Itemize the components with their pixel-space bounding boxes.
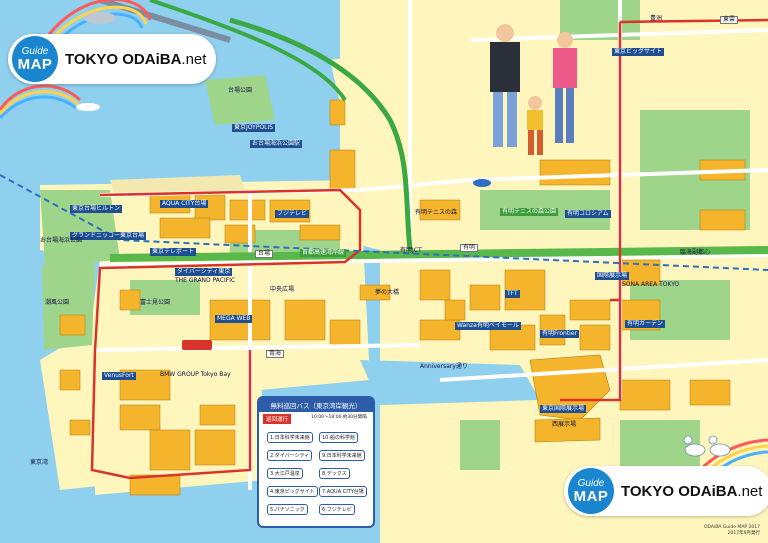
seaside-park-green bbox=[40, 190, 120, 265]
logo-map-text: MAP bbox=[17, 55, 53, 73]
label-joypolis[interactable]: 東京JOYPOLIS bbox=[232, 124, 276, 132]
label-ariake: 有明 bbox=[460, 244, 479, 252]
logo-map-text-bottom: MAP bbox=[573, 487, 609, 505]
label-shiokaze-park: 潮風公園 bbox=[45, 299, 70, 306]
label-tokyo-frontier[interactable]: 東京ビッグサイト bbox=[612, 48, 665, 56]
label-grand-nikko[interactable]: グランドニッコー東京台場 bbox=[70, 232, 147, 240]
green-central bbox=[130, 280, 200, 315]
label-tokyo-teleport[interactable]: 東京テレポート bbox=[150, 248, 197, 256]
bus-stop-8[interactable]: 8.デックス bbox=[319, 468, 350, 479]
label-anniversary: Anniversary通り bbox=[420, 363, 468, 370]
label-rinkai: 臨海副都心 bbox=[680, 249, 711, 256]
label-ariake-tennis-no-mori: 有明テニスの森 bbox=[415, 209, 458, 216]
rainbow-route bbox=[149, 0, 347, 102]
bus-stop-7[interactable]: 7.AQUA CITY台場 bbox=[319, 486, 367, 497]
beach bbox=[110, 175, 245, 195]
label-mega-web[interactable]: MEGA WEB bbox=[215, 315, 253, 323]
logo-guide-text-bottom: Guide bbox=[577, 477, 605, 489]
seagulls-illustration bbox=[683, 435, 731, 457]
label-wanza[interactable]: Wanza有明ベイモール bbox=[455, 322, 521, 330]
bus-stop-10[interactable]: 10.船の科学館 bbox=[319, 432, 358, 443]
label-tokyo-bay: 東京湾 bbox=[30, 459, 49, 466]
label-ariake-colosseum[interactable]: 有明コロシアム bbox=[565, 210, 611, 218]
rainbow-left bbox=[0, 84, 82, 111]
logo-site-name: TOKYO ODAiBA.net bbox=[65, 51, 206, 68]
logo-site-name-bottom: TOKYO ODAiBA.net bbox=[621, 483, 762, 500]
label-wangan: 首都高速湾岸線 bbox=[300, 249, 347, 257]
label-daiba: 台場 bbox=[255, 250, 274, 258]
loop-road-red bbox=[90, 188, 362, 480]
label-ariake-frontier[interactable]: 有明Frontier bbox=[540, 330, 580, 338]
label-central-plaza: 中央広場 bbox=[270, 286, 295, 293]
label-venus-fort[interactable]: VenusFort bbox=[102, 372, 136, 380]
label-ariake-tennis[interactable]: 有明テニスの森公園 bbox=[500, 208, 559, 216]
bus-stop-6[interactable]: 6.フジテレビ bbox=[319, 504, 355, 515]
land-north-island bbox=[330, 40, 500, 210]
label-bmw[interactable]: BMW GROUP Tokyo Bay bbox=[160, 371, 231, 378]
label-toyosu: 豊洲 bbox=[650, 15, 663, 22]
bus-time-text: 10:00〜18:00 約30分間隔 bbox=[311, 415, 367, 420]
bus-stop-3[interactable]: 3.大江戸温泉 bbox=[267, 468, 303, 479]
label-hilton[interactable]: 東京台場ヒルトン bbox=[70, 205, 123, 213]
label-big-sight[interactable]: 東京国際展示場 bbox=[540, 405, 587, 413]
bus-stop-9[interactable]: 9.日本科学未来館 bbox=[319, 450, 365, 461]
label-sona-area[interactable]: SONA AREA TOKYO bbox=[622, 281, 680, 288]
label-daiba-park[interactable]: 台場公園 bbox=[228, 87, 253, 94]
label-west-hall: 西展示場 bbox=[552, 421, 577, 428]
yurikamome-line bbox=[229, 17, 413, 251]
logo-top[interactable]: Guide MAP TOKYO ODAiBA.net bbox=[8, 34, 217, 84]
shiokaze-park bbox=[42, 262, 95, 350]
label-ariake-jct: 有明JCT bbox=[400, 247, 422, 254]
label-fuji-park: 富士見公園 bbox=[140, 299, 171, 306]
ship-icon bbox=[76, 103, 100, 111]
copyright-line-2: 2017年9月発行 bbox=[727, 531, 760, 537]
rainbow-arc-top bbox=[43, 0, 152, 41]
loop-road-red-east bbox=[560, 18, 768, 402]
car-icon bbox=[473, 179, 491, 187]
land-daiba-park bbox=[205, 75, 275, 125]
label-aomi: 青海 bbox=[266, 350, 285, 358]
label-shinonome: 東雲 bbox=[720, 16, 739, 24]
label-fuji-tv[interactable]: フジテレビ bbox=[275, 210, 310, 218]
bus-stop-5[interactable]: 5.パナソニック bbox=[267, 504, 308, 515]
logo-badge: Guide MAP bbox=[12, 36, 58, 82]
label-diver-city[interactable]: ダイバーシティ東京 bbox=[175, 268, 233, 276]
bus-stop-2[interactable]: 2.ダイバーシティ bbox=[267, 450, 313, 461]
label-ariake-garden[interactable]: 有明ガーデン bbox=[625, 320, 666, 328]
rainbow-arc-top-y bbox=[46, 5, 148, 45]
water-channel bbox=[360, 360, 540, 405]
logo-tld-text-bottom: .net bbox=[737, 482, 763, 500]
label-odaiba-kaihin[interactable]: お台場海浜公園駅 bbox=[250, 140, 303, 148]
logo-bottom[interactable]: Guide MAP TOKYO ODAiBA.net bbox=[564, 466, 768, 516]
bus-panel-title: 無料巡回バス（東京湾岸観光） bbox=[259, 398, 373, 412]
label-kokusai-tenjijo[interactable]: 国際展示場 bbox=[595, 272, 630, 280]
green-south-1 bbox=[460, 420, 500, 470]
rainbow-left-b bbox=[0, 95, 77, 120]
bus-stop-1[interactable]: 1.日本科学未来館 bbox=[267, 432, 313, 443]
bus-icon bbox=[182, 340, 212, 350]
logo-guide-text: Guide bbox=[21, 45, 49, 57]
label-aqua-city[interactable]: AQUA CITY台場 bbox=[160, 200, 209, 208]
label-yume-ohashi: 夢の大橋 bbox=[375, 289, 400, 296]
family-illustration bbox=[490, 24, 577, 155]
logo-tld-text: .net bbox=[181, 50, 207, 68]
label-tft[interactable]: TFT bbox=[505, 290, 520, 298]
logo-site-text-bottom: TOKYO ODAiBA bbox=[621, 482, 738, 500]
label-seaside-park[interactable]: お台場海浜公園 bbox=[40, 237, 83, 244]
rainbow-br bbox=[698, 438, 768, 472]
bus-route-badge: 巡回運行 bbox=[263, 414, 292, 424]
bus-stop-4[interactable]: 4.東京ビッグサイト bbox=[267, 486, 318, 497]
copyright-line-1: ODAiBA Guide MAP 2017 bbox=[703, 525, 760, 531]
rainbow-left-y bbox=[0, 90, 80, 115]
rinkai-line bbox=[0, 174, 768, 271]
label-grand-pacific[interactable]: THE GRAND PACIFIC bbox=[175, 277, 236, 284]
green-south-2 bbox=[620, 420, 700, 470]
logo-site-text: TOKYO ODAiBA bbox=[65, 50, 182, 68]
free-bus-panel: 無料巡回バス（東京湾岸観光） 巡回運行 10:00〜18:00 約30分間隔 1… bbox=[257, 396, 375, 528]
logo-badge-bottom: Guide MAP bbox=[568, 468, 614, 514]
west-hall bbox=[534, 417, 601, 443]
dolphin-icon bbox=[84, 12, 116, 24]
copyright: ODAiBA Guide MAP 2017 2017年9月発行 bbox=[704, 525, 760, 537]
